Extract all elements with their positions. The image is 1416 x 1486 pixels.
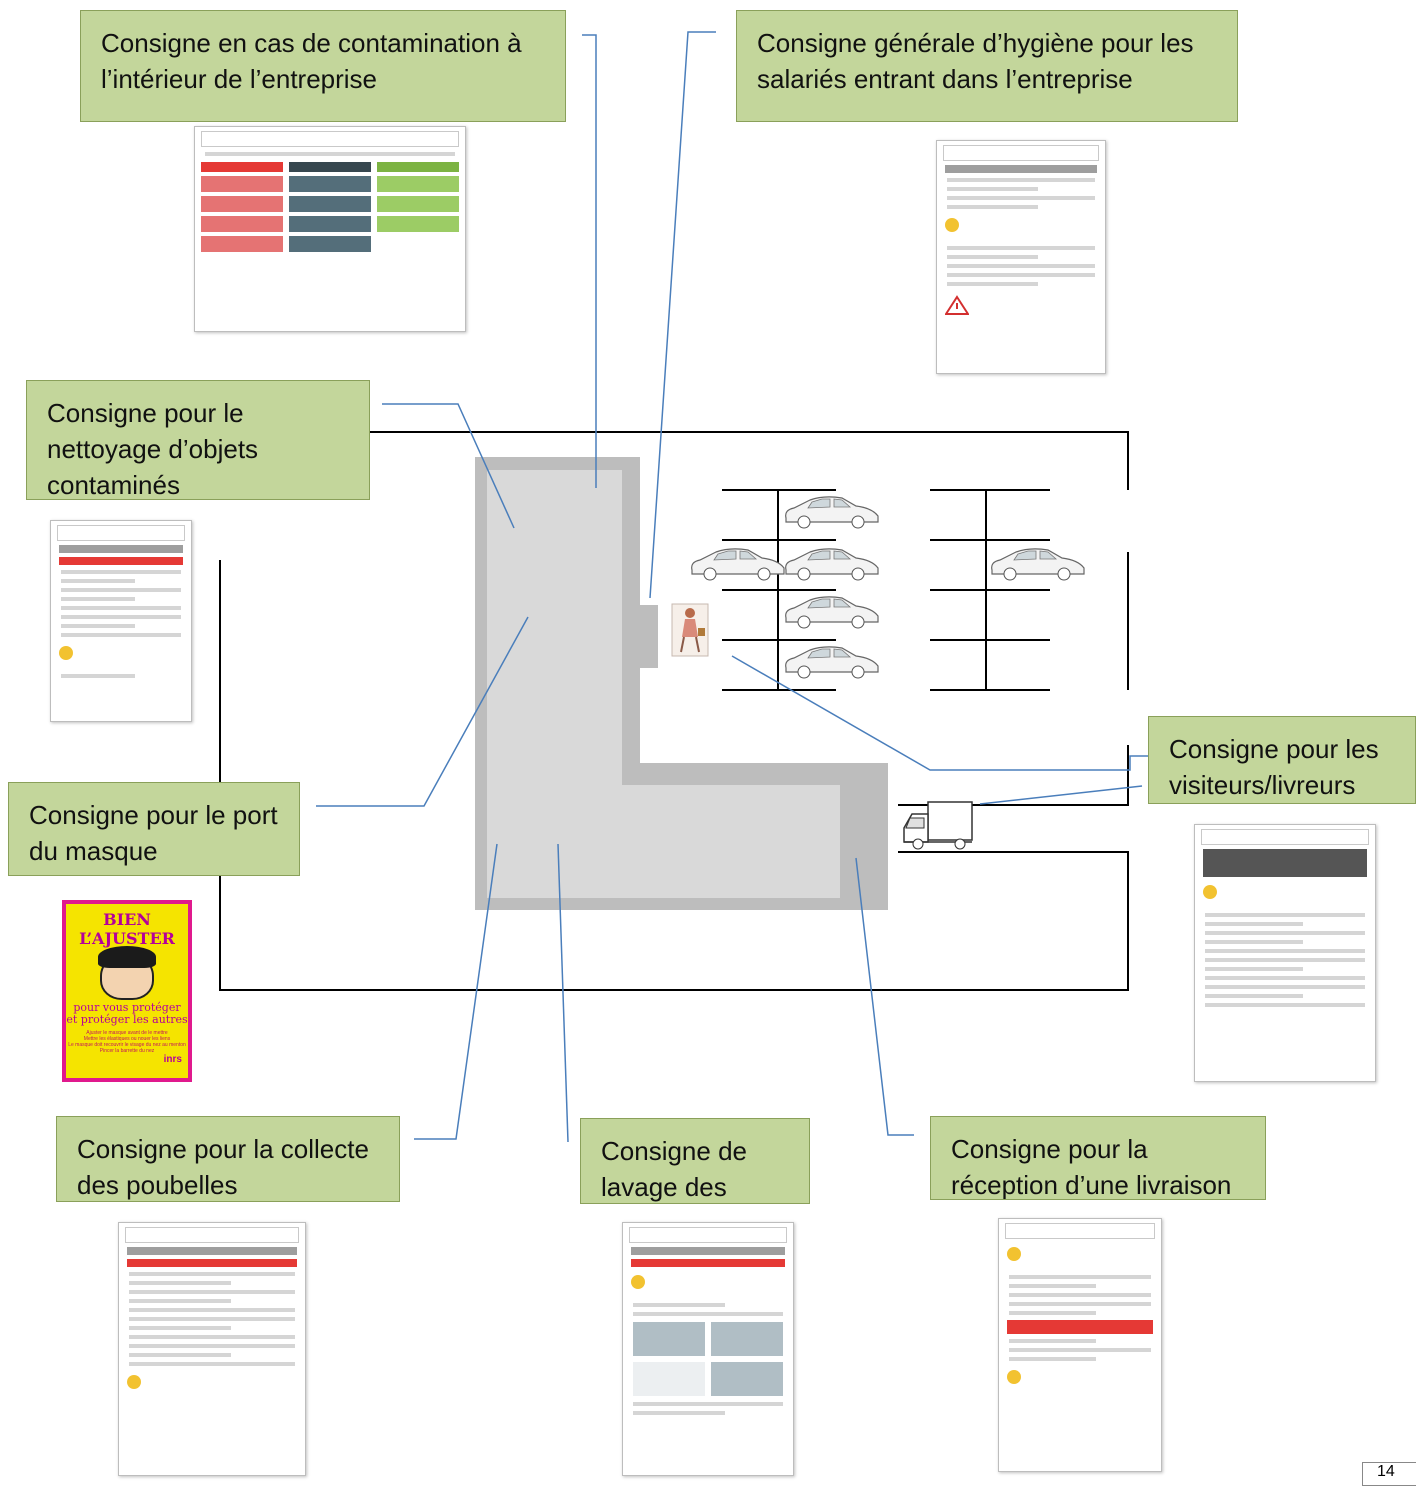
car-icon — [785, 646, 879, 679]
child-face-icon — [98, 946, 156, 1000]
callout-mask-text: Consigne pour le port du masque — [29, 800, 278, 866]
doc-thumbnail-handwash — [622, 1222, 794, 1476]
callout-garbage-text: Consigne pour la collecte des poubelles — [77, 1134, 369, 1200]
doc-thumbnail-contamination — [194, 126, 466, 332]
truck-icon — [903, 801, 973, 850]
callout-handwash-text: Consigne de lavage des mains — [601, 1136, 747, 1202]
callout-hygiene-text: Consigne générale d’hygiène pour les sal… — [757, 28, 1194, 94]
callout-hygiene: Consigne générale d’hygiène pour les sal… — [736, 10, 1238, 122]
callout-cleaning-text: Consigne pour le nettoyage d’objets cont… — [47, 398, 259, 500]
doc-thumbnail-cleaning — [50, 520, 192, 722]
car-icon — [785, 596, 879, 629]
car-icon — [991, 548, 1085, 581]
callout-delivery: Consigne pour la réception d’une livrais… — [930, 1116, 1266, 1200]
callout-garbage: Consigne pour la collecte des poubelles — [56, 1116, 400, 1202]
callout-contamination-text: Consigne en cas de contamination à l’int… — [101, 28, 522, 94]
callout-cleaning: Consigne pour le nettoyage d’objets cont… — [26, 380, 370, 500]
parking-lines — [722, 489, 1050, 691]
building-inner — [487, 470, 840, 898]
poster-small4: Pincer la barrette du nez — [99, 1048, 155, 1054]
poster-small2: Mettre les élastiques ou nouer les liens — [83, 1036, 171, 1042]
visitor-person-icon — [671, 603, 709, 657]
car-icon — [785, 496, 879, 529]
callout-delivery-text: Consigne pour la réception d’une livrais… — [951, 1134, 1232, 1200]
poster-small1: Ajuster le masque avant de le mettre — [86, 1030, 168, 1036]
callout-visitors-text: Consigne pour les visiteurs/livreurs — [1169, 734, 1379, 800]
callout-visitors: Consigne pour les visiteurs/livreurs — [1148, 716, 1416, 804]
page-number: 14 — [1362, 1462, 1416, 1486]
mask-poster: BIEN L’AJUSTER pour vous protéger et pro… — [62, 900, 192, 1082]
callout-handwash: Consigne de lavage des mains — [580, 1118, 810, 1204]
callout-connectors — [316, 31, 1148, 1143]
callout-mask: Consigne pour le port du masque — [8, 782, 300, 876]
doc-thumbnail-visitors — [1194, 824, 1376, 1082]
poster-small3: Le masque doit recouvrir le visage du ne… — [68, 1042, 186, 1048]
poster-line2: et protéger les autres — [66, 1013, 188, 1026]
callout-contamination: Consigne en cas de contamination à l’int… — [80, 10, 566, 122]
doc-thumbnail-delivery — [998, 1218, 1162, 1472]
doc-thumbnail-garbage — [118, 1222, 306, 1476]
car-icon — [785, 548, 879, 581]
warning-icon — [944, 295, 970, 315]
car-icon — [691, 548, 785, 581]
poster-logo: inrs — [163, 1054, 182, 1065]
doc-thumbnail-hygiene — [936, 140, 1106, 374]
poster-title: BIEN L’AJUSTER — [79, 910, 175, 948]
poster-line1: pour vous protéger — [73, 1001, 181, 1014]
